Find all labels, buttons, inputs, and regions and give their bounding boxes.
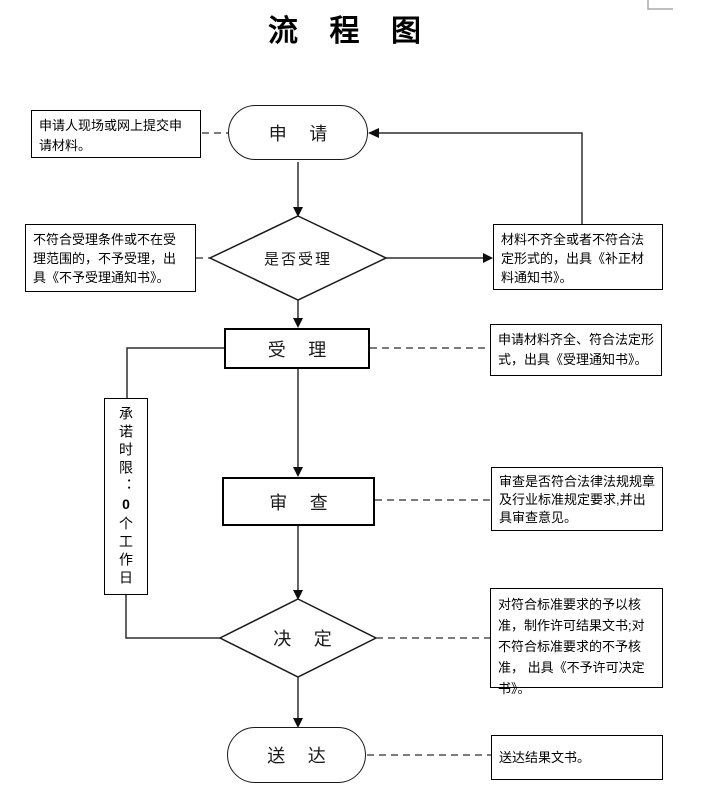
arrowhead-accept-top [293,318,303,328]
diamond-accept-question-shape [208,215,388,301]
node-deliver-label: 送 达 [267,746,335,766]
arrowhead-acceptq-top [293,207,303,217]
diamond-decide-shape [218,598,378,678]
node-review: 审 查 [222,477,375,526]
arrowhead-into-apply [368,128,379,138]
arrowhead-decide-top [293,590,303,600]
node-review-label: 审 查 [269,492,337,513]
line-accept-to-timelimit [126,347,224,398]
note-not-accepted: 不符合受理条件或不在受理范围的，不予受理，出具《不予受理通知书》。 [25,224,196,292]
arrowhead-deliver-top [293,718,303,728]
time-limit-value: 0 [118,495,134,516]
line-supplement-to-apply [373,132,583,224]
note-submit: 申请人现场或网上提交申请材料。 [31,110,201,158]
time-limit-prefix: 承诺时限： [118,405,134,496]
note-accepted: 申请材料齐全、符合法定形式，出具《受理通知书》。 [490,324,662,376]
line-timelimit-to-decide [125,595,220,639]
arrowhead-supplement [483,253,493,263]
page-title: 流 程 图 [268,15,433,48]
note-deliver: 送达结果文书。 [491,735,663,780]
node-deliver: 送 达 [227,727,366,783]
node-apply: 申 请 [228,105,368,160]
arrowhead-review-top [293,467,303,477]
note-review: 审查是否符合法律法规规章及行业标准规定要求,并出具审查意见。 [491,467,663,531]
time-limit-suffix: 个工作日 [118,515,134,588]
page-corner-mark [647,0,673,10]
node-accept: 受 理 [224,328,370,369]
node-accept-label: 受 理 [267,339,336,360]
node-apply-label: 申 请 [268,123,337,144]
note-decision: 对符合标准要求的予以核准，制作许可结果文书;对不符合标准要求的不予核准， 出具《… [490,588,663,696]
note-supplement: 材料不齐全或者不符合法定形式的，出具《补正材料通知书》。 [493,224,663,290]
